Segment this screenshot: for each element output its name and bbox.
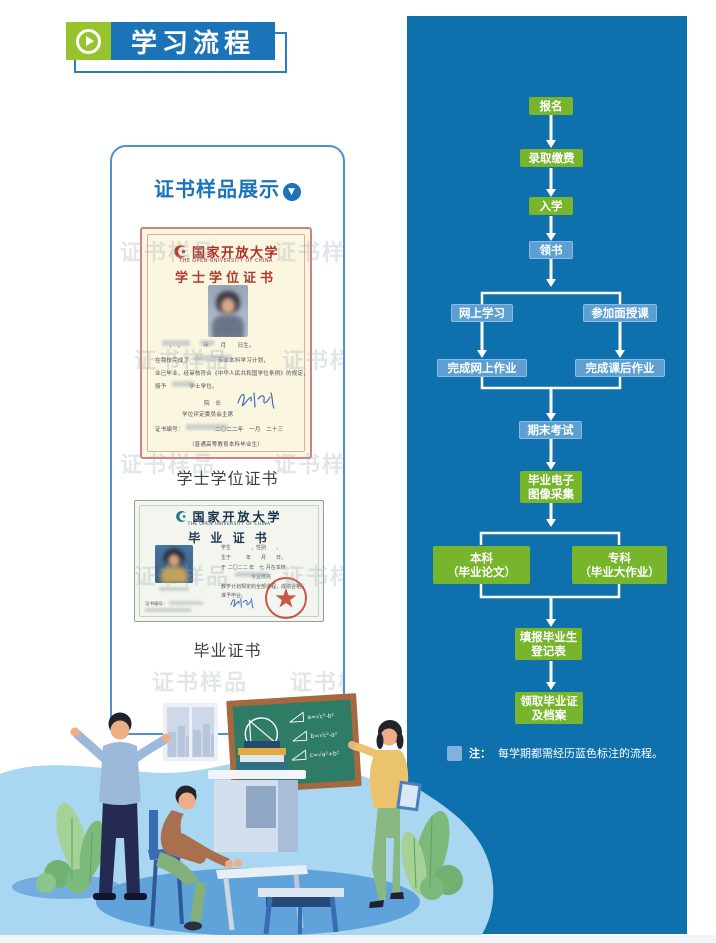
flow-step-undergraduate-thesis: 本科 （毕业论文） xyxy=(433,546,530,584)
flow-step-after-class-homework: 完成课后作业 xyxy=(575,359,665,377)
flow-step-final-exam: 期末考试 xyxy=(519,421,582,439)
flow-step-receive-diploma: 领取毕业证 及档案 xyxy=(515,692,583,724)
legend-blue-square xyxy=(447,745,462,761)
plant-left xyxy=(36,803,105,893)
book-stack xyxy=(236,741,288,770)
certificate-title: 学士学位证书 xyxy=(174,271,277,286)
play-icon xyxy=(76,28,101,54)
watermark: 证书样品 xyxy=(152,671,249,696)
portrait-photo xyxy=(208,285,248,337)
university-logo xyxy=(174,245,186,258)
university-name-en: THE OPEN UNIVERSITY OF CHINA xyxy=(187,522,271,527)
redacted-text xyxy=(169,601,203,605)
flow-step-online-learning: 网上学习 xyxy=(451,304,513,322)
certificate-line: 准予毕业。 xyxy=(221,593,247,599)
small-desk xyxy=(258,888,344,935)
certificate-line: 院 长 xyxy=(204,401,222,407)
signature xyxy=(230,598,254,609)
flow-step-enrollment: 入学 xyxy=(529,197,573,215)
certificate-line: ， ， 年 月 日生。 xyxy=(169,343,255,349)
signature xyxy=(237,392,275,409)
portrait-photo xyxy=(155,545,193,583)
seated-student xyxy=(148,785,242,931)
university-name-en: THE OPEN UNIVERSITY OF CHINA xyxy=(179,258,273,264)
flow-step-graduate-registration: 填报毕业生 登记表 xyxy=(515,628,582,660)
standing-man xyxy=(70,712,171,900)
floor-shadow-left xyxy=(12,875,120,899)
note-text: 每学期都需经历蓝色标注的流程。 xyxy=(498,747,663,760)
flowchart-note: 注： 每学期都需经历蓝色标注的流程。 xyxy=(447,745,663,761)
flow-step-college-assignment: 专科 （毕业大作业） xyxy=(572,546,667,584)
redacted-text xyxy=(186,424,228,430)
redacted-text xyxy=(145,608,191,612)
floor-ellipse xyxy=(96,868,420,936)
redacted-text xyxy=(172,381,194,387)
redacted-text xyxy=(162,340,190,346)
university-logo xyxy=(176,511,187,522)
certificate-line: 授予 学士学位。 xyxy=(155,384,218,390)
certificate-line: （普通高等教育本科毕业生） xyxy=(188,442,264,448)
certificate-line: 业已毕业，经审核符合《中华人民共和国学位条例》的规定， xyxy=(155,371,309,377)
redacted-text xyxy=(200,340,214,346)
play-badge xyxy=(66,22,111,60)
certificate-line: 专业修完 xyxy=(221,574,272,580)
redacted-text xyxy=(159,587,189,591)
flow-step-online-homework: 完成网上作业 xyxy=(437,359,527,377)
flow-step-registration: 报名 xyxy=(529,97,573,115)
degree-certificate-caption: 学士学位证书 xyxy=(176,469,279,488)
down-arrow-icon: ▼ xyxy=(283,183,301,201)
flow-step-photo-collection: 毕业电子 图像采集 xyxy=(520,471,582,503)
redacted-text xyxy=(194,355,232,361)
diploma-certificate: 国家开放大学 THE OPEN UNIVERSITY OF CHINA 毕 业 … xyxy=(134,500,324,622)
book-cabinet xyxy=(208,741,306,852)
certificate-line: 学位评定委员会主席 xyxy=(182,412,234,418)
certificate-line: 在我校完成了 专业本科学习计划， xyxy=(155,358,270,364)
certificate-line: 学生 ，性别 ， xyxy=(221,545,282,551)
certificate-border xyxy=(139,505,319,617)
certificate-panel-title: 证书样品展示▼ xyxy=(112,173,343,202)
flowchart-panel: 报名 录取缴费 入学 领书 网上学习 参加面授课 完成网上作业 完成课后作业 期… xyxy=(407,16,687,934)
page-title: 学习流程 xyxy=(111,22,275,60)
redacted-text xyxy=(235,572,269,577)
flow-step-face-to-face-class: 参加面授课 xyxy=(583,304,657,322)
board-formula: c=√a²+b² xyxy=(310,750,340,759)
degree-certificate: 国家开放大学 THE OPEN UNIVERSITY OF CHINA 学士学位… xyxy=(140,227,312,459)
flow-step-get-books: 领书 xyxy=(529,241,573,259)
student-desk xyxy=(216,865,308,931)
certificate-line: 于 二〇二二 年 七 月在本校 xyxy=(221,565,286,571)
certificate-line: 证书编号： 二〇二二年 一月 二十三 xyxy=(155,427,284,433)
watermark: 证书样品 xyxy=(290,671,343,696)
flow-step-admission-payment: 录取缴费 xyxy=(520,149,583,167)
university-name: 国家开放大学 xyxy=(191,246,279,261)
page-bottom-strip xyxy=(0,935,716,943)
official-seal xyxy=(265,577,307,619)
university-name: 国家开放大学 xyxy=(192,510,283,524)
certificate-title: 毕 业 证 书 xyxy=(188,531,270,545)
certificate-border xyxy=(147,234,305,452)
certificate-panel: 证书样品展示▼ 国家开放大学 THE OPEN UNIVERSITY OF CH… xyxy=(110,145,345,735)
certificate-line: 教学计划规定的全部课程，成绩合格， xyxy=(221,584,307,590)
diploma-certificate-caption: 毕业证书 xyxy=(193,641,262,660)
serial-label: 证书编号： xyxy=(145,602,168,607)
note-label: 注： xyxy=(469,747,491,760)
certificate-line: 生于 年 月 日， xyxy=(221,555,287,561)
